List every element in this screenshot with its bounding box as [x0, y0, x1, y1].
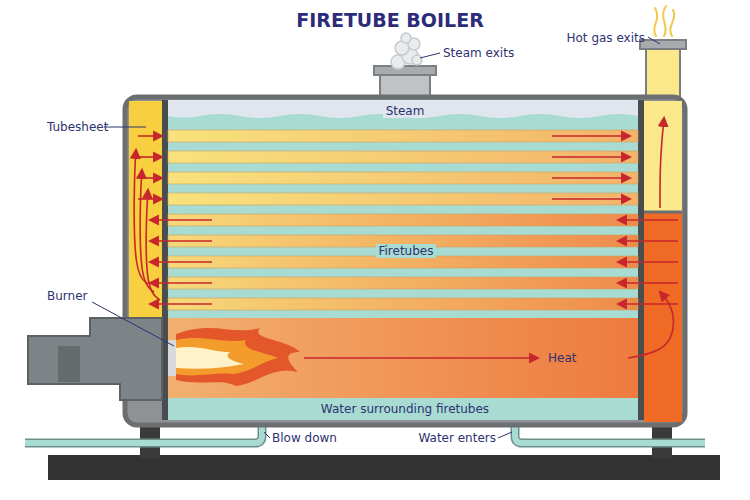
stack-flange: [640, 40, 686, 49]
firetube: [168, 214, 638, 226]
flow-arrow: [618, 219, 678, 221]
flow-arrow: [140, 170, 154, 292]
water-band: [168, 398, 638, 420]
chamber-divider: [644, 211, 682, 214]
boiler-shell: [125, 97, 685, 425]
steam-flange: [374, 66, 436, 75]
exhaust-stack: [646, 46, 680, 102]
part-label: Hot gas exits: [567, 31, 646, 45]
flow-arrow: [618, 261, 678, 263]
flow-arrow: [628, 292, 673, 358]
flow-arrow: [618, 282, 678, 284]
leader-lines: [92, 37, 660, 438]
flow-arrow: [150, 261, 212, 263]
firetube: [168, 277, 638, 289]
diagram-title: FIRETUBE BOILER: [296, 9, 484, 31]
flame: [176, 328, 300, 386]
part-label: Water surrounding firetubes: [318, 402, 492, 416]
part-label: Steam: [383, 104, 428, 118]
part-label: Water enters: [418, 431, 496, 445]
base-slab: [48, 455, 720, 480]
flow-arrow: [150, 240, 212, 242]
firetube-group: [168, 130, 638, 310]
part-label: Burner: [47, 289, 87, 303]
part-label: Firetubes: [376, 244, 437, 258]
gas-flow-arrows: [134, 118, 678, 358]
flow-arrow: [138, 198, 162, 200]
part-label: Blow down: [272, 431, 337, 445]
water-space: [168, 100, 638, 420]
flow-arrow: [552, 177, 630, 179]
firetube: [168, 193, 638, 205]
part-label: Tubesheet: [47, 120, 108, 134]
part-label: Heat: [548, 351, 576, 365]
flow-arrow: [618, 240, 678, 242]
burner-motor: [58, 346, 80, 382]
flow-arrow: [150, 219, 212, 221]
flow-arrow: [150, 282, 212, 284]
hot-gas-wisps: [654, 6, 674, 36]
furnace: [168, 318, 638, 398]
flow-arrow: [134, 150, 148, 284]
flow-arrow: [150, 303, 212, 305]
firetube: [168, 298, 638, 310]
flow-arrow: [660, 118, 664, 208]
steam-puff: [391, 33, 422, 69]
flow-arrow: [552, 198, 630, 200]
front-smokebox: [129, 101, 163, 319]
flow-arrow: [138, 156, 162, 158]
flow-arrow: [138, 135, 162, 137]
steam-space: [168, 100, 638, 118]
firetube: [168, 151, 638, 163]
rear-upper-chamber: [644, 101, 682, 212]
firetube: [168, 130, 638, 142]
rear-lower-chamber: [644, 212, 682, 422]
flow-arrow: [552, 135, 630, 137]
burner-body: [28, 318, 162, 400]
rear-tubesheet: [638, 100, 644, 420]
flow-arrow: [304, 357, 538, 359]
flow-arrow: [552, 156, 630, 158]
firetube: [168, 172, 638, 184]
part-label: Steam exits: [443, 46, 514, 60]
